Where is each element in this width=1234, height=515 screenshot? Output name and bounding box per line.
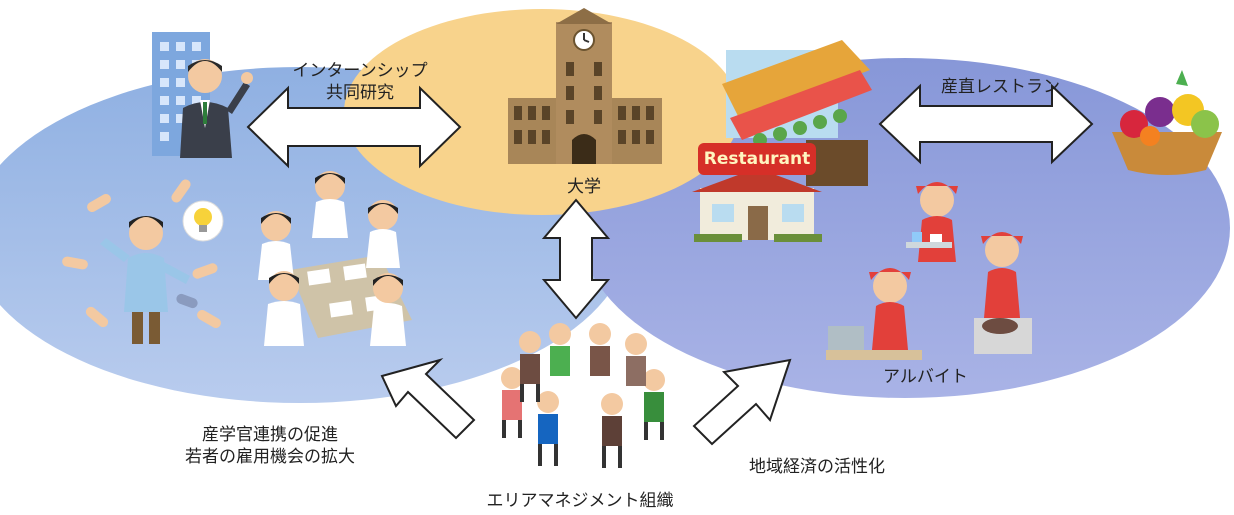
- university-label: 大学: [567, 177, 601, 197]
- diagonal-arrow-right: [692, 358, 792, 446]
- label-promotion: 産学官連携の促進 若者の雇用機会の拡大: [160, 424, 380, 468]
- double-arrow-restaurant-produce: [878, 83, 1094, 165]
- hands-icon: [62, 179, 221, 328]
- area-management-label: エリアマネジメント組織: [486, 491, 674, 511]
- businessman-icon: [180, 59, 253, 158]
- double-arrow-university-area: [541, 198, 611, 320]
- joint-research-label: 共同研究: [326, 83, 394, 103]
- internship-label: インターンシップ: [292, 61, 428, 81]
- idea-person-icon: [100, 200, 224, 344]
- regional-economy-label: 地域経済の活性化: [749, 457, 885, 477]
- restaurant-building-icon: [692, 40, 872, 242]
- double-arrow-company-university: [246, 85, 462, 169]
- university-building-icon: [508, 8, 662, 164]
- fruit-basket-icon: [1112, 70, 1222, 175]
- part-time-label: アルバイト: [883, 367, 968, 387]
- area-management-group-icon: [501, 323, 665, 468]
- label-internship-research: インターンシップ 共同研究: [270, 60, 450, 104]
- restaurant-staff-icon: [826, 182, 1032, 360]
- promote-line2: 若者の雇用機会の拡大: [185, 447, 355, 467]
- restaurant-sign: Restaurant: [703, 149, 811, 169]
- promote-line1: 産学官連携の促進: [202, 425, 338, 445]
- direct-restaurant-label: 産直レストラン: [941, 77, 1060, 97]
- meeting-group-icon: [258, 171, 412, 346]
- diagonal-arrow-left: [380, 358, 476, 440]
